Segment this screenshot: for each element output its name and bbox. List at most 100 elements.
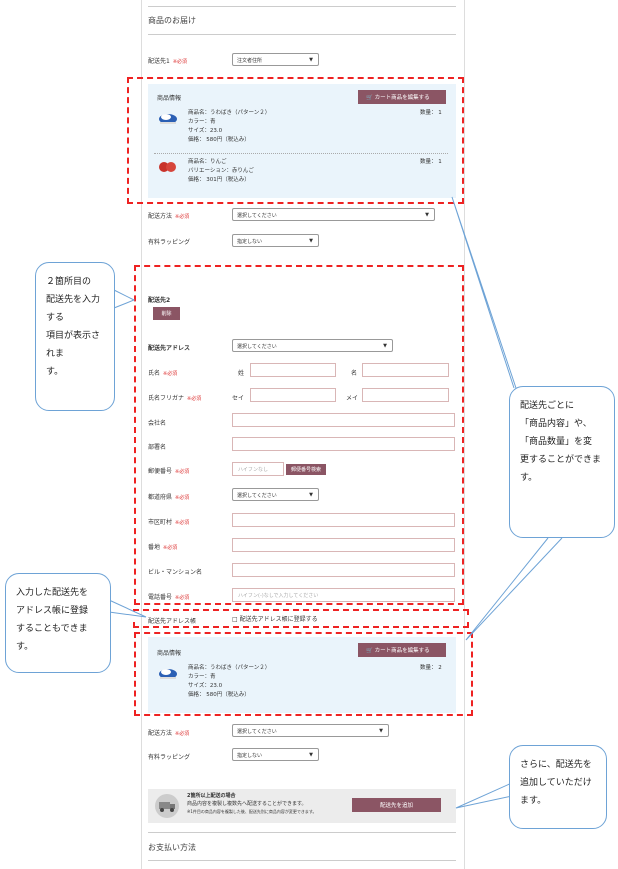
- cart1-item2-details: 商品名：りんご バリエーション：赤りんご 価格： 301円（税込み）: [188, 158, 254, 185]
- last-name-kana-input[interactable]: [250, 388, 336, 402]
- last-name-input[interactable]: [250, 363, 336, 377]
- truck-icon: [154, 792, 180, 820]
- address-select[interactable]: 選択してください▼: [232, 339, 393, 352]
- cart2-item-qty: 数量： 2: [420, 665, 442, 671]
- first-name-kana-input[interactable]: [362, 388, 449, 402]
- dept-label: 部署名: [148, 444, 167, 451]
- item-price: 価格： 580円（税込み）: [188, 137, 250, 143]
- multi-note: ※1件目の商品内容を複製した後、配送先別に商品内容が変更できます。: [187, 809, 317, 814]
- building-label: ビル・マンション名: [148, 569, 203, 576]
- callout-second-address: ２箇所目の 配送先を入力する 項目が表示されま す。: [35, 262, 115, 411]
- shoe-icon: [158, 110, 178, 126]
- callout-per-address: 配送先ごとに 「商品内容」や、 「商品数量」を変 更することができま す。: [509, 386, 615, 538]
- cart2-title: 商品情報: [157, 650, 182, 657]
- pref-label: 都道府県※必須: [148, 494, 190, 501]
- callout-line: 「商品内容」や、: [520, 419, 592, 429]
- callout-line: 追加していただけ: [520, 778, 592, 788]
- delete-delivery-button[interactable]: 削除: [153, 307, 180, 320]
- address-book-label: 配送先アドレス帳: [148, 618, 197, 625]
- edit-cart-button-1[interactable]: 🛒 カート商品を編集する: [358, 90, 446, 104]
- callout-line: 配送先ごとに: [520, 401, 575, 411]
- wrap1-label: 有料ラッピング: [148, 239, 191, 246]
- pref-select[interactable]: 選択してください▼: [232, 488, 319, 501]
- delivery2-title: 配送先2: [148, 297, 171, 304]
- callout-line: ます。: [520, 796, 547, 806]
- item-price: 価格： 580円（税込み）: [188, 692, 250, 698]
- item-price: 価格： 301円（税込み）: [188, 177, 250, 183]
- cart1-title: 商品情報: [157, 95, 182, 102]
- callout-line: 入力した配送先を: [16, 588, 89, 598]
- callout-line: 更することができま: [520, 455, 602, 465]
- zip-search-button[interactable]: 郵便番号検索: [286, 464, 327, 475]
- wrap2-label: 有料ラッピング: [148, 754, 191, 761]
- cart-icon: 🛒: [366, 95, 373, 101]
- divider: [148, 6, 456, 7]
- kana-sei-label: セイ: [232, 395, 245, 402]
- company-input[interactable]: [232, 413, 455, 427]
- item-size: サイズ：23.0: [188, 128, 223, 134]
- callout-line: す。: [46, 367, 64, 377]
- callout-line: さらに、配送先を: [520, 760, 592, 770]
- city-input[interactable]: [232, 513, 455, 527]
- method1-select[interactable]: 選択してください▼: [232, 208, 435, 221]
- zip-input[interactable]: ハイフンなし: [232, 462, 284, 476]
- item-color: カラー：青: [188, 674, 216, 680]
- method2-label: 配送方法※必須: [148, 730, 190, 737]
- street-label: 番地※必須: [148, 544, 178, 551]
- item-divider: [154, 153, 448, 154]
- item-name: 商品名：りんご: [188, 159, 227, 165]
- kana-label: 氏名フリガナ※必須: [148, 395, 202, 402]
- cart1-item1-qty: 数量： 1: [420, 110, 442, 116]
- item-variation: バリエーション：赤りんご: [188, 168, 254, 174]
- callout-line: ２箇所目の: [46, 277, 92, 287]
- multi-desc: 商品内容を複製し複数先へ配送することができます。: [187, 801, 307, 807]
- multi-title: 2箇所以上配送の場合: [187, 793, 236, 799]
- callout-line: 「商品数量」を変: [520, 437, 593, 447]
- callout-line: することもできま: [16, 624, 88, 634]
- main-panel: [141, 0, 465, 869]
- street-input[interactable]: [232, 538, 455, 552]
- address-label: 配送先アドレス: [148, 345, 191, 352]
- delivery1-label: 配送先1※必須: [148, 58, 188, 65]
- callout-line: す。: [16, 642, 34, 652]
- section-title-payment: お支払い方法: [148, 843, 196, 852]
- wrap1-select[interactable]: 指定しない▼: [232, 234, 319, 247]
- cart-icon: 🛒: [366, 648, 373, 654]
- multi-delivery-text: 2箇所以上配送の場合 商品内容を複製し複数先へ配送することができます。 ※1件目…: [187, 792, 317, 816]
- divider: [148, 832, 456, 833]
- method1-label: 配送方法※必須: [148, 213, 190, 220]
- phone-input[interactable]: ハイフン(-)なしで入力してください: [232, 588, 455, 602]
- callout-line: す。: [520, 473, 538, 483]
- address-book-checkbox[interactable]: □ 配送先アドレス帳に登録する: [232, 616, 318, 623]
- edit-cart-button-2[interactable]: 🛒 カート商品を編集する: [358, 643, 446, 657]
- name-label: 氏名※必須: [148, 370, 178, 377]
- highlight-delivery-2: [134, 265, 464, 605]
- highlight-cart-1: [127, 77, 464, 204]
- divider: [148, 860, 456, 861]
- shoe-icon: [158, 665, 178, 681]
- item-color: カラー：青: [188, 119, 216, 125]
- add-delivery-button[interactable]: 配送先を追加: [352, 798, 441, 812]
- callout-line: アドレス帳に登録: [16, 606, 89, 616]
- city-label: 市区町村※必須: [148, 519, 190, 526]
- apple-icon: [158, 158, 178, 174]
- cart1-item2-qty: 数量： 1: [420, 159, 442, 165]
- callout-line: 項目が表示されま: [46, 331, 101, 359]
- mei-label: 名: [351, 370, 358, 377]
- dept-input[interactable]: [232, 437, 455, 451]
- callout-line: 配送先を入力する: [46, 295, 101, 323]
- kana-mei-label: メイ: [346, 395, 359, 402]
- item-size: サイズ：23.0: [188, 683, 223, 689]
- cart2-item-details: 商品名：うわばき（パターン２） カラー：青 サイズ：23.0 価格： 580円（…: [188, 664, 270, 700]
- wrap2-select[interactable]: 指定しない▼: [232, 748, 319, 761]
- divider: [148, 34, 456, 35]
- section-title-delivery: 商品のお届け: [148, 16, 196, 25]
- method2-select[interactable]: 選択してください▼: [232, 724, 389, 737]
- highlight-address-book: [133, 609, 469, 628]
- zip-label: 郵便番号※必須: [148, 468, 190, 475]
- delivery1-select[interactable]: 注文者住所▼: [232, 53, 319, 66]
- first-name-input[interactable]: [362, 363, 449, 377]
- building-input[interactable]: [232, 563, 455, 577]
- callout-address-book: 入力した配送先を アドレス帳に登録 することもできま す。: [5, 573, 111, 673]
